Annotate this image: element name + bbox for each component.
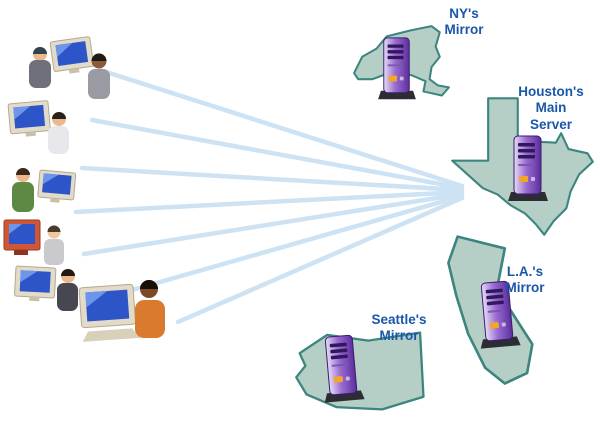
label-line: Houston's [518,84,584,99]
connection-line [81,191,465,257]
user-workstation [12,168,77,212]
la-server-icon [480,280,521,349]
person [44,225,64,265]
person [135,280,165,338]
houston-label: Houston's Main Server [504,84,598,133]
computer-monitor [14,265,57,302]
user-cluster [3,36,165,342]
keyboard [82,328,141,342]
person [29,47,51,88]
label-line: NY's [449,6,479,21]
computer-monitor [49,36,95,74]
user-workstation [14,265,78,311]
label-line: Main [535,100,567,116]
la-label: L.A.'s Mirror [486,264,564,297]
seattle-server-icon [324,334,365,403]
user-workstation [78,280,165,342]
person [48,112,69,154]
computer-monitor [7,100,51,137]
label-line: L.A.'s [506,264,544,279]
connection-line [175,195,465,325]
label-line: Mirror [444,22,484,38]
connection-line [97,67,465,189]
ny-label: NY's Mirror [424,6,504,39]
houston-server-icon [508,135,548,201]
user-workstation [7,100,69,154]
ny-server-icon [378,37,416,100]
connection-line [73,189,465,215]
person [88,53,110,99]
label-line: Mirror [505,280,545,296]
seattle-label: Seattle's Mirror [356,312,442,345]
connection-line [115,193,465,297]
label-line: Mirror [379,328,419,344]
person [57,269,78,311]
user-workstation [3,219,64,265]
computer-red [3,219,41,255]
label-line: Seattle's [371,312,427,327]
person [12,168,34,212]
user-workstation [29,36,110,99]
computer-monitor [78,283,141,342]
connection-line [79,165,465,193]
computer-monitor [37,169,77,203]
connection-line [89,117,465,191]
label-line: Server [529,116,573,132]
